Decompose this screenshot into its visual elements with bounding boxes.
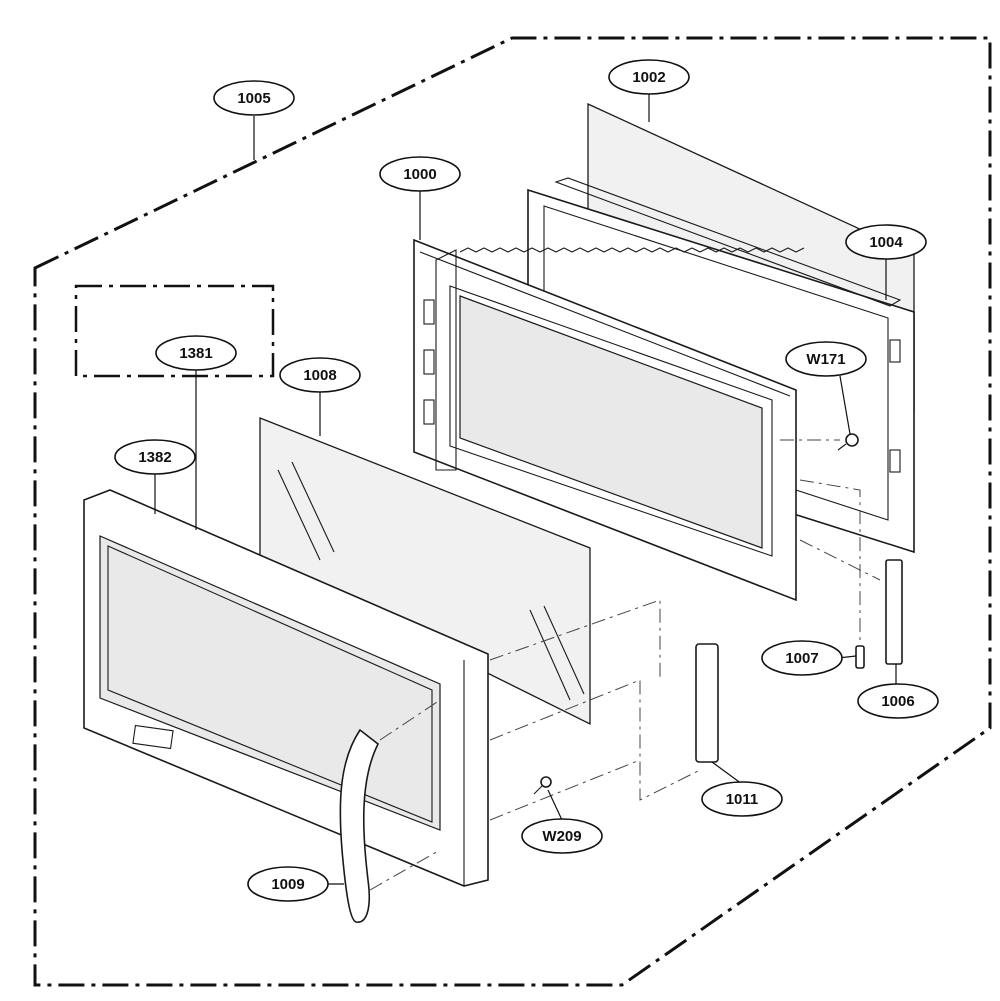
callout-w209: W209 bbox=[521, 818, 603, 854]
svg-text:1382: 1382 bbox=[138, 449, 171, 466]
svg-text:W209: W209 bbox=[542, 828, 581, 845]
svg-text:1007: 1007 bbox=[785, 650, 818, 667]
part-1009-handle bbox=[339, 728, 380, 923]
part-1000-inner-door bbox=[413, 238, 805, 602]
screw-w171 bbox=[837, 433, 859, 451]
sub-assembly-box bbox=[74, 284, 275, 378]
callout-1008: 1008 bbox=[279, 357, 361, 393]
svg-text:1011: 1011 bbox=[726, 791, 759, 808]
screw-w209 bbox=[533, 776, 552, 795]
part-1011-latch bbox=[695, 643, 719, 763]
svg-text:1004: 1004 bbox=[869, 234, 903, 251]
part-1006-hook bbox=[885, 559, 903, 665]
svg-text:1009: 1009 bbox=[271, 876, 304, 893]
leader-lines bbox=[154, 94, 897, 885]
part-1007-spring bbox=[855, 645, 865, 669]
callout-1005: 1005 bbox=[213, 80, 295, 116]
svg-text:1008: 1008 bbox=[303, 367, 336, 384]
svg-text:W171: W171 bbox=[806, 351, 845, 368]
svg-text:1381: 1381 bbox=[179, 345, 212, 362]
callout-1382: 1382 bbox=[114, 439, 196, 475]
svg-text:1005: 1005 bbox=[237, 90, 270, 107]
callout-1009: 1009 bbox=[247, 866, 329, 902]
svg-text:1000: 1000 bbox=[403, 166, 436, 183]
callout-1011: 1011 bbox=[701, 781, 783, 817]
part-1008-front-glass bbox=[259, 417, 591, 726]
assembly-boundary bbox=[33, 36, 992, 987]
callout-1006: 1006 bbox=[857, 683, 939, 719]
svg-text:1006: 1006 bbox=[881, 693, 914, 710]
callout-w171: W171 bbox=[785, 341, 867, 377]
callout-1000: 1000 bbox=[379, 156, 461, 192]
callout-1002: 1002 bbox=[608, 59, 690, 95]
assembly-lines bbox=[369, 439, 881, 891]
callout-1007: 1007 bbox=[761, 640, 843, 676]
callout-1381: 1381 bbox=[155, 335, 237, 371]
svg-text:1002: 1002 bbox=[632, 69, 665, 86]
callout-1004: 1004 bbox=[845, 224, 927, 260]
